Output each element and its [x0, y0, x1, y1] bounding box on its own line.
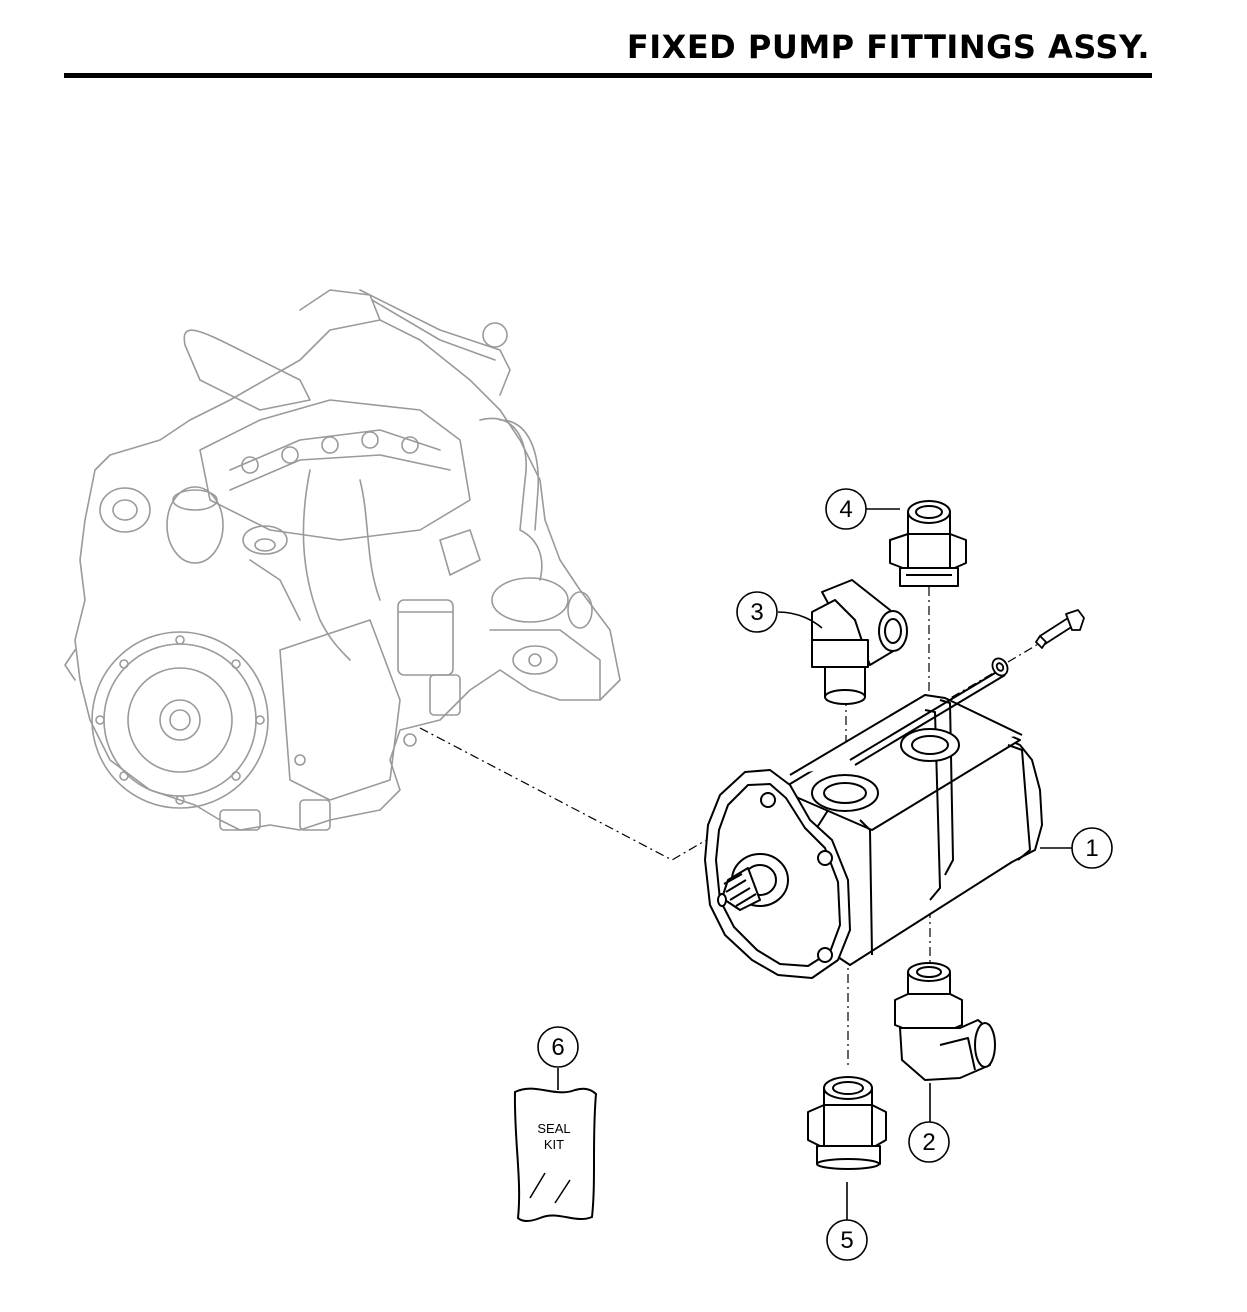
engine-illustration — [64, 289, 621, 831]
callout-3-label: 3 — [750, 599, 763, 626]
seal-kit-label-line1: SEAL — [537, 1121, 570, 1136]
seal-kit-bag: SEAL KIT — [513, 1087, 598, 1222]
washer — [991, 657, 1009, 677]
callout-6: 6 — [537, 1026, 579, 1068]
callout-4-label: 4 — [839, 496, 852, 523]
gear-pump — [704, 669, 1043, 979]
callout-1-label: 1 — [1085, 835, 1098, 862]
straight-fitting-lower — [807, 1076, 887, 1170]
title-rule — [64, 73, 1152, 78]
callout-1: 1 — [1071, 827, 1113, 869]
flywheel-bolts — [95, 635, 265, 805]
callout-2-label: 2 — [922, 1129, 935, 1156]
seal-kit-label-line2: KIT — [544, 1137, 564, 1152]
callout-5-label: 5 — [840, 1227, 853, 1254]
bolt — [1035, 609, 1085, 649]
callout-6-label: 6 — [551, 1034, 564, 1061]
leader-lines — [557, 508, 1072, 1220]
callout-4: 4 — [825, 488, 867, 530]
elbow-fitting-lower — [894, 962, 996, 1081]
callout-5: 5 — [826, 1219, 868, 1261]
page-title: FIXED PUMP FITTINGS ASSY. — [626, 28, 1150, 66]
callout-3: 3 — [736, 591, 778, 633]
straight-fitting-upper — [889, 500, 967, 587]
callout-2: 2 — [908, 1121, 950, 1163]
elbow-fitting-upper — [811, 579, 908, 705]
